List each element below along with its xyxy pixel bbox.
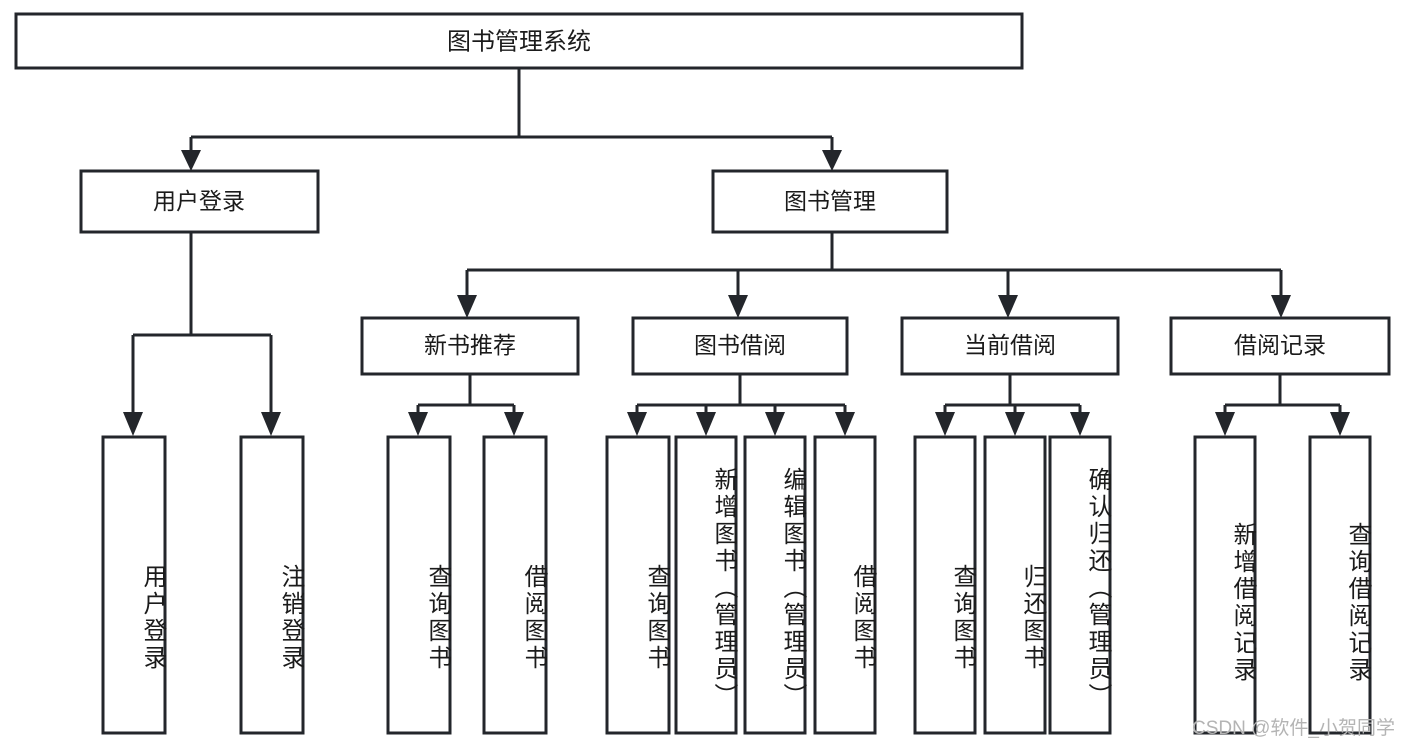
connector-layer <box>123 68 1350 436</box>
node-current-borrow-box[interactable] <box>900 316 1120 376</box>
arrowhead-new-book-rec <box>457 295 477 318</box>
arrowhead-current-borrow <box>998 295 1018 318</box>
arrowhead-leaf-12 <box>1215 412 1235 436</box>
node-new-book-rec-label: 新书推荐 <box>424 332 516 358</box>
node-leaf-12-box[interactable] <box>1193 435 1257 735</box>
node-root[interactable]: 图书管理系统 <box>14 12 1024 70</box>
node-root-box[interactable] <box>14 12 1024 70</box>
node-current-borrow-label: 当前借阅 <box>964 332 1056 358</box>
node-leaf-1-box[interactable] <box>101 435 167 735</box>
node-leaf-2-box[interactable] <box>239 435 305 735</box>
node-current-borrow[interactable]: 当前借阅 <box>900 316 1120 376</box>
node-book-borrow-box[interactable] <box>631 316 849 376</box>
arrowhead-leaf-7 <box>765 412 785 436</box>
arrowhead-leaf-10 <box>1005 412 1025 436</box>
node-user-login-box[interactable] <box>79 169 320 234</box>
arrowhead-leaf-8 <box>835 412 855 436</box>
node-root-label: 图书管理系统 <box>447 28 591 55</box>
arrowhead-leaf-2 <box>261 412 281 436</box>
node-leaf-5-box[interactable] <box>605 435 671 735</box>
arrowhead-leaf-9 <box>935 412 955 436</box>
arrowhead-user-login <box>181 150 201 171</box>
node-leaf-7-box[interactable] <box>743 435 807 735</box>
node-user-login-label: 用户登录 <box>153 188 245 214</box>
node-leaf-4-box[interactable] <box>482 435 548 735</box>
node-new-book-rec[interactable]: 新书推荐 <box>360 316 580 376</box>
node-book-manage-box[interactable] <box>711 169 949 234</box>
arrowhead-leaf-13 <box>1330 412 1350 436</box>
node-leaf-11-box[interactable] <box>1048 435 1112 735</box>
arrowhead-book-borrow <box>728 295 748 318</box>
arrowhead-borrow-record <box>1271 295 1291 318</box>
node-book-borrow-label: 图书借阅 <box>694 332 786 358</box>
node-leaf-6-box[interactable] <box>674 435 738 735</box>
arrowhead-leaf-4 <box>504 412 524 436</box>
arrowhead-leaf-6 <box>696 412 716 436</box>
leaf-boxes <box>101 435 1372 735</box>
node-book-manage[interactable]: 图书管理 <box>711 169 949 234</box>
node-borrow-record-box[interactable] <box>1169 316 1391 376</box>
arrowhead-leaf-3 <box>408 412 428 436</box>
node-book-borrow[interactable]: 图书借阅 <box>631 316 849 376</box>
node-leaf-3-box[interactable] <box>386 435 452 735</box>
csdn-watermark: CSDN @软件_小贺同学 <box>1192 718 1395 739</box>
arrowhead-leaf-1 <box>123 412 143 436</box>
node-leaf-10-box[interactable] <box>983 435 1047 735</box>
arrowhead-book-manage <box>822 150 842 171</box>
node-leaf-13-box[interactable] <box>1308 435 1372 735</box>
arrowhead-leaf-11 <box>1070 412 1090 436</box>
node-borrow-record-label: 借阅记录 <box>1234 332 1326 358</box>
node-leaf-9-box[interactable] <box>913 435 977 735</box>
node-book-manage-label: 图书管理 <box>784 188 876 214</box>
node-user-login[interactable]: 用户登录 <box>79 169 320 234</box>
node-leaf-8-box[interactable] <box>813 435 877 735</box>
arrowhead-leaf-5 <box>627 412 647 436</box>
node-borrow-record[interactable]: 借阅记录 <box>1169 316 1391 376</box>
node-new-book-rec-box[interactable] <box>360 316 580 376</box>
